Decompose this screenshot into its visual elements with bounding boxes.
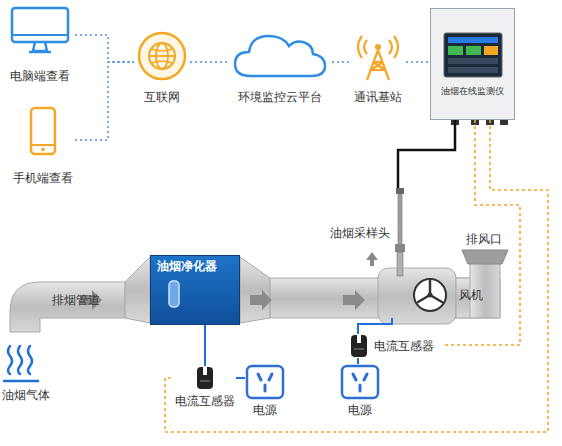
sampling-probe: 油烟采样头	[328, 188, 408, 278]
node-label: 手机端查看	[13, 171, 73, 185]
node-label: 油烟净化器	[157, 259, 217, 273]
outlet-label: 排风口	[466, 232, 502, 246]
fan: 风机	[380, 272, 490, 318]
purifier-box: 油烟净化器	[150, 255, 240, 325]
connector-line	[75, 62, 134, 140]
node-label: 电流互感器	[175, 394, 235, 408]
mobile-view: 手机端查看	[10, 105, 75, 190]
connector-line	[406, 61, 430, 63]
connector-line	[204, 325, 206, 366]
node-label: 风机	[459, 288, 483, 302]
current-transformer: 电流互感器	[348, 334, 442, 358]
power-socket: 电源	[245, 364, 285, 424]
node-label: 油烟在线监测仪	[441, 86, 504, 97]
connector-line	[398, 120, 455, 188]
current-transformer-icon	[196, 366, 214, 390]
power-socket: 电源	[340, 364, 380, 424]
cloud-platform: 环境监控云平台	[228, 28, 332, 108]
connector-line	[75, 35, 134, 62]
fan-icon	[411, 276, 449, 314]
mobile-view-icon	[28, 105, 58, 157]
power-socket-icon	[245, 364, 285, 400]
connector-line	[442, 120, 520, 345]
duct-label: 排烟管道	[52, 293, 100, 307]
node-label: 电源	[253, 403, 277, 417]
power-socket-icon	[340, 364, 380, 400]
node-label: 通讯基站	[354, 90, 402, 104]
base-station-icon	[355, 30, 401, 82]
gas-label: 油烟气体	[2, 388, 50, 402]
sampling-probe-icon	[392, 188, 408, 278]
monitor-device-icon	[443, 32, 503, 82]
purifier-box-icon	[167, 279, 181, 309]
node-label: 互联网	[144, 90, 180, 104]
mobile-view-icon	[28, 105, 58, 157]
internet-node-icon	[136, 30, 188, 82]
monitor-device-icon	[443, 32, 503, 82]
computer-view-icon	[9, 5, 71, 55]
current-transformer-icon	[350, 334, 368, 358]
connector-line	[190, 61, 228, 63]
node-label: 环境监控云平台	[238, 90, 322, 104]
cloud-platform-icon	[231, 28, 329, 80]
node-label: 电流互感器	[374, 339, 434, 353]
monitor-device: 油烟在线监测仪	[430, 8, 515, 120]
node-label: 油烟采样头	[330, 226, 390, 240]
connector-line	[332, 61, 350, 63]
internet-node: 互联网	[134, 30, 190, 108]
node-label: 电源	[348, 403, 372, 417]
connector-line	[357, 358, 359, 364]
base-station-icon	[355, 30, 401, 82]
computer-view-icon	[9, 5, 71, 55]
current-transformer-icon	[196, 366, 214, 390]
cloud-platform-icon	[231, 28, 329, 80]
purifier-box-icon	[167, 279, 181, 309]
duct	[10, 250, 508, 332]
base-station: 通讯基站	[350, 30, 406, 108]
current-transformer-icon	[350, 334, 368, 358]
current-transformer: 电流互感器	[174, 366, 236, 410]
sampling-probe-icon	[392, 188, 408, 278]
power-socket-icon	[340, 364, 380, 400]
power-socket-icon	[245, 364, 285, 400]
connector-line	[236, 377, 245, 379]
computer-view: 电脑端查看	[5, 5, 75, 97]
fan-icon	[411, 276, 449, 314]
node-label: 电脑端查看	[10, 69, 70, 83]
internet-node-icon	[136, 30, 188, 82]
connector-line	[358, 318, 392, 334]
fume-gas-icon	[4, 346, 38, 381]
